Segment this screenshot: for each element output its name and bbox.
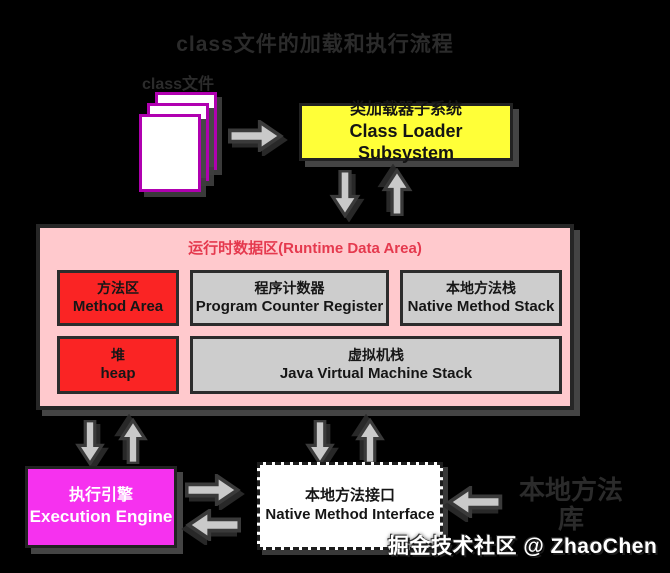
pc-register-label-zh: 程序计数器 [254,280,325,297]
execution-engine-box: 执行引擎 Execution Engine [25,466,177,548]
arrow-up-icon [381,168,413,216]
file-icon [139,114,201,192]
diagram-title: class文件的加载和执行流程 [176,33,454,56]
jvm-stack-box: 虚拟机栈 Java Virtual Machine Stack [190,336,562,394]
watermark: 掘金技术社区 @ ZhaoChen [388,535,658,558]
heap-label-en: heap [100,365,136,383]
native-method-stack-label-zh: 本地方法栈 [446,280,516,297]
native-method-interface-box: 本地方法接口 Native Method Interface [257,462,443,550]
class-loader-label-zh: 类加载器子系统 [349,100,462,118]
native-method-stack-label-en: Native Method Stack [407,298,555,316]
native-method-interface-label-zh: 本地方法接口 [304,487,395,505]
method-area-box: 方法区 Method Area [57,270,179,326]
arrow-left-icon [446,486,503,518]
runtime-data-area: 运行时数据区(Runtime Data Area) 方法区 Method Are… [36,224,574,410]
class-files-label: class文件 [142,76,215,93]
class-loader-subsystem-box: 类加载器子系统 Class Loader Subsystem [299,100,513,163]
execution-engine-label-en: Execution Engine [29,507,173,527]
class-loader-label-en: Class Loader Subsystem [349,120,463,164]
arrow-left-icon [185,509,241,541]
arrow-up-icon [118,418,148,464]
arrow-down-icon [75,420,105,466]
runtime-data-area-title: 运行时数据区(Runtime Data Area) [188,240,422,257]
native-method-stack-box: 本地方法栈 Native Method Stack [400,270,562,326]
arrow-right-icon [185,474,241,506]
pc-register-label-en: Program Counter Register [195,298,384,316]
program-counter-register-box: 程序计数器 Program Counter Register [190,270,389,326]
heap-label-zh: 堆 [111,347,125,364]
arrow-right-icon [228,120,284,152]
method-area-label-en: Method Area [72,298,164,316]
arrow-up-icon [355,418,385,464]
arrow-down-icon [329,170,361,218]
native-method-interface-label-en: Native Method Interface [265,506,435,523]
method-area-label-zh: 方法区 [97,280,139,297]
heap-box: 堆 heap [57,336,179,394]
jvm-stack-label-en: Java Virtual Machine Stack [279,365,473,383]
native-method-library-label: 本地方法库 [518,475,623,535]
execution-engine-label-zh: 执行引擎 [68,487,133,505]
arrow-down-icon [305,420,335,466]
jvm-stack-label-zh: 虚拟机栈 [348,347,404,364]
